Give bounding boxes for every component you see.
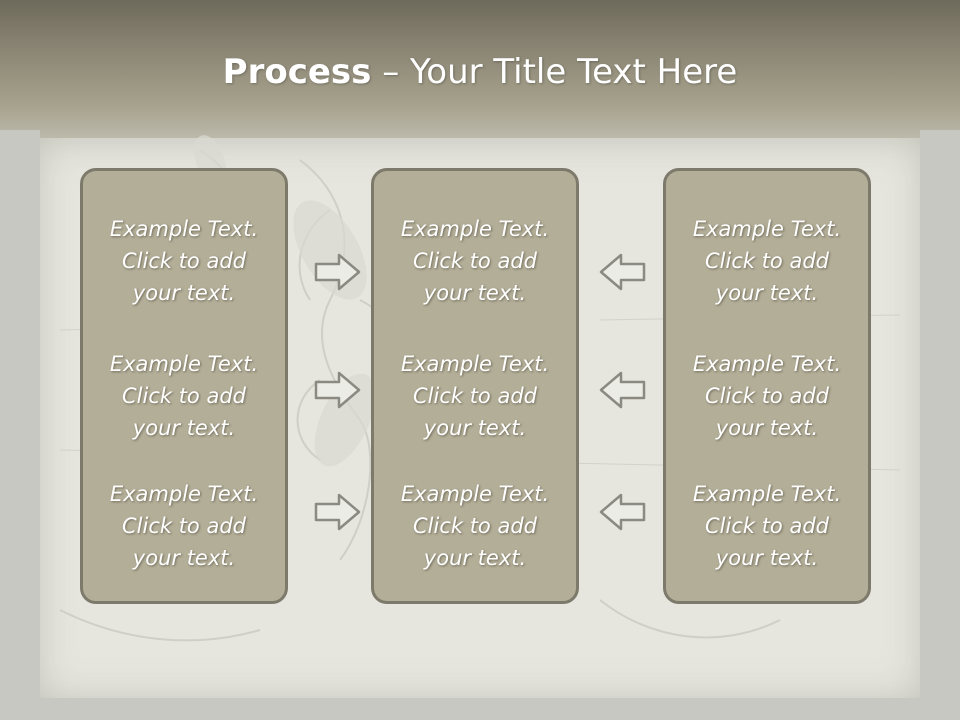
text-line: Example Text. [400, 482, 550, 506]
text-line: Click to add [121, 384, 246, 408]
text-line: Example Text. [692, 217, 842, 241]
text-block[interactable]: Example Text. Click to add your text. [374, 213, 576, 309]
text-line: Example Text. [400, 217, 550, 241]
text-line: your text. [715, 546, 819, 570]
text-line: Click to add [704, 514, 829, 538]
text-line: your text. [132, 281, 236, 305]
right-border [920, 130, 960, 720]
right-arrow-icon[interactable] [313, 252, 363, 292]
right-arrow-icon[interactable] [313, 492, 363, 532]
right-arrow-icon[interactable] [313, 370, 363, 410]
text-line: Click to add [121, 514, 246, 538]
text-line: Example Text. [109, 482, 259, 506]
text-line: your text. [423, 416, 527, 440]
text-line: your text. [132, 546, 236, 570]
text-block[interactable]: Example Text. Click to add your text. [666, 348, 868, 444]
left-arrow-icon[interactable] [597, 492, 647, 532]
bottom-border [0, 698, 960, 720]
text-line: Click to add [704, 249, 829, 273]
text-line: your text. [715, 416, 819, 440]
text-line: your text. [132, 416, 236, 440]
process-box-middle[interactable]: Example Text. Click to add your text. Ex… [371, 168, 579, 604]
text-line: Example Text. [109, 217, 259, 241]
text-block[interactable]: Example Text. Click to add your text. [666, 213, 868, 309]
text-line: Click to add [412, 514, 537, 538]
text-line: Click to add [412, 249, 537, 273]
title-bold: Process [222, 52, 372, 92]
text-block[interactable]: Example Text. Click to add your text. [666, 478, 868, 574]
left-arrow-icon[interactable] [597, 370, 647, 410]
text-line: Example Text. [109, 352, 259, 376]
text-line: your text. [715, 281, 819, 305]
text-line: Example Text. [692, 482, 842, 506]
title-bar [0, 0, 960, 150]
text-line: Click to add [412, 384, 537, 408]
text-block[interactable]: Example Text. Click to add your text. [374, 348, 576, 444]
left-border [0, 130, 40, 720]
process-box-left[interactable]: Example Text. Click to add your text. Ex… [80, 168, 288, 604]
text-block[interactable]: Example Text. Click to add your text. [83, 478, 285, 574]
text-line: Example Text. [400, 352, 550, 376]
title-dash: – [371, 52, 411, 92]
text-block[interactable]: Example Text. Click to add your text. [83, 348, 285, 444]
text-line: your text. [423, 281, 527, 305]
process-box-right[interactable]: Example Text. Click to add your text. Ex… [663, 168, 871, 604]
text-line: Click to add [704, 384, 829, 408]
text-line: Example Text. [692, 352, 842, 376]
text-line: Click to add [121, 249, 246, 273]
text-block[interactable]: Example Text. Click to add your text. [374, 478, 576, 574]
text-block[interactable]: Example Text. Click to add your text. [83, 213, 285, 309]
left-arrow-icon[interactable] [597, 252, 647, 292]
page-title[interactable]: Process – Your Title Text Here [0, 52, 960, 92]
title-rest: Your Title Text Here [410, 52, 738, 92]
text-line: your text. [423, 546, 527, 570]
